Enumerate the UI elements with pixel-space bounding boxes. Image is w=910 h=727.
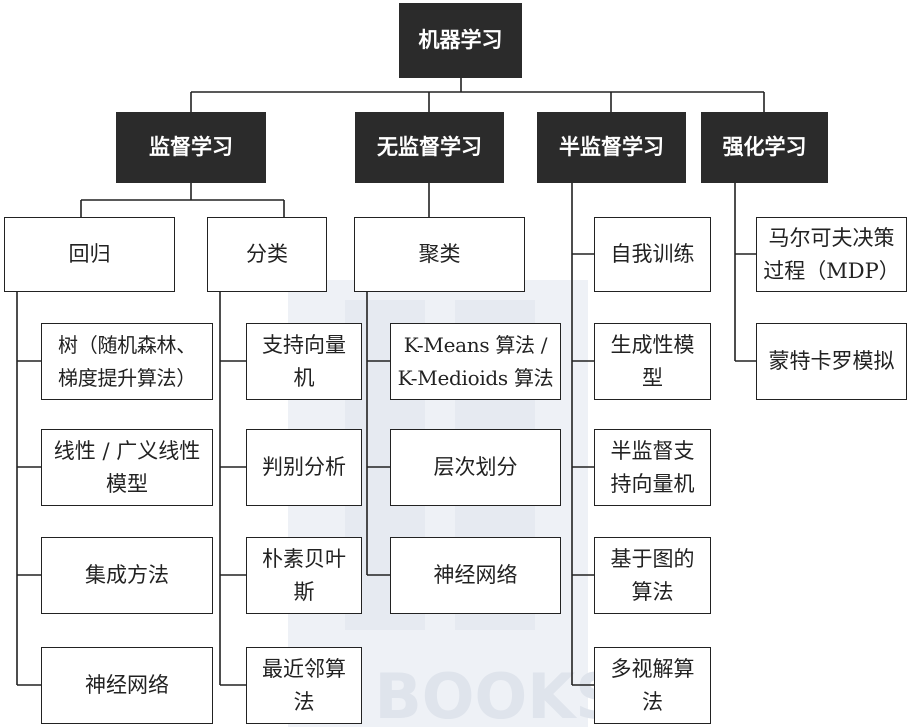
item-line: 斯 (293, 579, 315, 604)
regression-item: 线性 / 广义线性模型 (41, 429, 213, 506)
item-line: 持向量机 (610, 471, 695, 496)
item-line: 蒙特卡罗模拟 (768, 349, 895, 373)
item-line: 法 (293, 689, 315, 714)
item-line: 集成方法 (85, 563, 169, 587)
item-line: 梯度提升算法） (58, 365, 196, 390)
item-line: 最近邻算 (262, 656, 346, 681)
category-label: 半监督学习 (559, 135, 664, 159)
item-line: 型 (642, 365, 663, 390)
item-line: 朴素贝叶 (262, 546, 346, 571)
group-regression: 回归 (4, 217, 175, 292)
item-line: 算法 (631, 579, 674, 604)
group-clustering: 聚类 (354, 217, 525, 292)
regression-item: 神经网络 (41, 647, 213, 724)
item-line: 半监督支 (610, 438, 695, 463)
item-line: K-Means 算法 / (403, 332, 548, 357)
item-line: 层次划分 (433, 455, 518, 479)
root-label: 机器学习 (418, 28, 503, 52)
reinforcement-item: 蒙特卡罗模拟 (756, 323, 907, 400)
item-line: 判别分析 (262, 455, 346, 479)
category-semi-supervised: 半监督学习 (537, 112, 686, 183)
reinforcement-item: 马尔可夫决策过程（MDP） (756, 217, 907, 292)
group-label: 回归 (68, 242, 111, 266)
clustering-item: 层次划分 (390, 429, 561, 506)
semi-supervised-item: 多视解算法 (594, 647, 711, 724)
classification-item: 最近邻算法 (246, 647, 362, 724)
category-label: 强化学习 (722, 135, 807, 159)
clustering-item: 神经网络 (390, 537, 561, 614)
category-label: 无监督学习 (377, 135, 482, 159)
classification-item: 朴素贝叶斯 (246, 537, 362, 614)
item-line: 多视解算 (610, 656, 695, 681)
category-label: 监督学习 (149, 135, 233, 159)
root-node: 机器学习 (399, 3, 522, 78)
category-supervised: 监督学习 (116, 112, 266, 183)
classification-item: 判别分析 (246, 429, 362, 506)
item-line: 树（随机森林、 (58, 332, 196, 357)
group-label: 聚类 (418, 242, 461, 266)
item-line: K-Medioids 算法 (397, 365, 554, 390)
item-line: 基于图的 (610, 546, 695, 571)
regression-item: 集成方法 (41, 537, 213, 614)
item-line: 自我训练 (610, 242, 695, 266)
item-line: 过程（MDP） (763, 258, 900, 283)
group-label: 分类 (246, 242, 288, 266)
item-line: 模型 (106, 471, 148, 496)
item-line: 机 (293, 365, 315, 390)
item-line: 支持向量 (262, 332, 346, 357)
group-classification: 分类 (207, 217, 327, 292)
semi-supervised-item: 基于图的算法 (594, 537, 711, 614)
item-line: 神经网络 (85, 673, 169, 697)
item-line: 神经网络 (433, 563, 518, 587)
item-line: 法 (642, 689, 663, 714)
classification-item: 支持向量机 (246, 323, 362, 400)
semi-supervised-item: 自我训练 (594, 217, 711, 292)
category-unsupervised: 无监督学习 (355, 112, 504, 183)
item-line: 马尔可夫决策 (768, 225, 895, 250)
semi-supervised-item: 生成性模型 (594, 323, 711, 400)
clustering-item: K-Means 算法 / K-Medioids 算法 (390, 323, 561, 400)
item-line: 线性 / 广义线性 (53, 438, 201, 463)
regression-item: 树（随机森林、梯度提升算法） (41, 323, 213, 400)
category-reinforcement: 强化学习 (701, 112, 828, 183)
item-line: 生成性模 (610, 332, 695, 357)
semi-supervised-item: 半监督支持向量机 (594, 429, 711, 506)
